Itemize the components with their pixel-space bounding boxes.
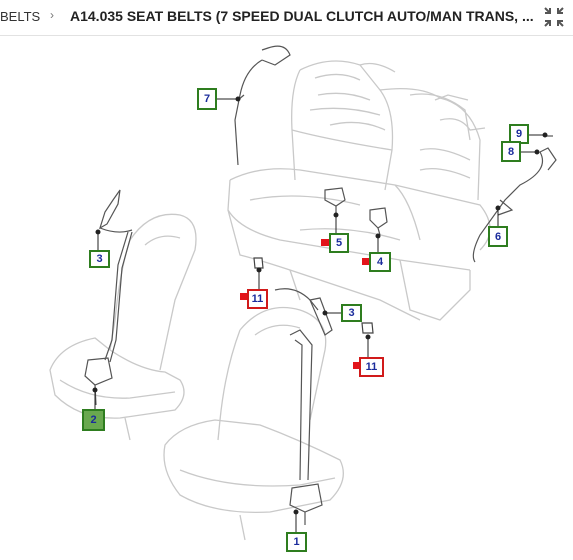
seat-belt-diagram — [49, 45, 557, 541]
breadcrumb-separator: › — [50, 8, 54, 22]
callout-3-left[interactable]: 3 — [89, 250, 110, 268]
red-marker — [353, 362, 361, 369]
rear-buckles — [324, 187, 388, 236]
callout-4[interactable]: 4 — [369, 252, 391, 272]
rear-left-belt — [234, 45, 291, 166]
callout-8[interactable]: 8 — [501, 141, 521, 162]
anchor-bolts — [253, 257, 374, 334]
leader-lines — [92, 96, 548, 532]
callout-5[interactable]: 5 — [329, 233, 349, 253]
callout-11-left[interactable]: 11 — [247, 289, 268, 309]
front-right-seat-outline — [163, 306, 344, 541]
front-left-belt — [84, 189, 133, 406]
callout-11-right[interactable]: 11 — [359, 357, 384, 377]
callout-7[interactable]: 7 — [197, 88, 217, 110]
callout-6[interactable]: 6 — [488, 226, 508, 247]
red-marker — [240, 293, 248, 300]
red-marker — [362, 258, 370, 265]
callout-2[interactable]: 2 — [82, 409, 105, 431]
header-bar: BELTS › A14.035 SEAT BELTS (7 SPEED DUAL… — [0, 0, 573, 36]
page-title: A14.035 SEAT BELTS (7 SPEED DUAL CLUTCH … — [70, 8, 534, 24]
red-marker — [321, 239, 329, 246]
collapse-icon — [544, 7, 564, 27]
front-right-belt — [274, 288, 333, 525]
collapse-button[interactable] — [541, 4, 567, 30]
rear-seat-outline — [227, 60, 491, 321]
callout-1[interactable]: 1 — [286, 532, 307, 552]
callout-3-right[interactable]: 3 — [341, 304, 362, 322]
breadcrumb-previous[interactable]: BELTS — [0, 9, 41, 24]
